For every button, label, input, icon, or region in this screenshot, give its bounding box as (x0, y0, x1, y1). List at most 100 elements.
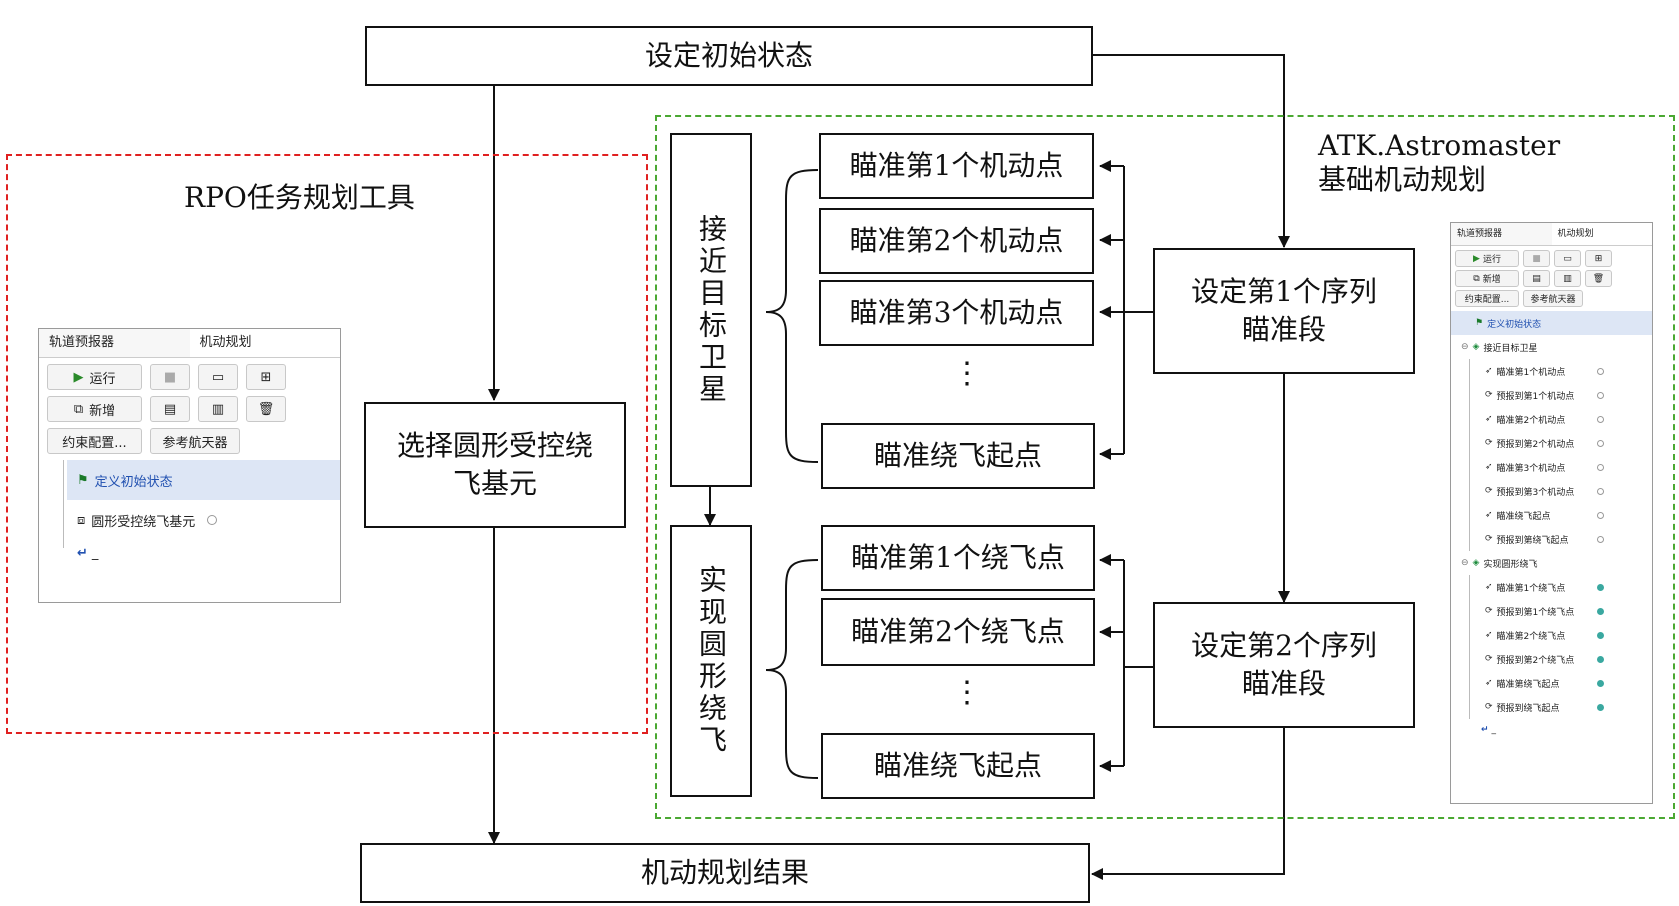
tree-item-circular-primitive[interactable]: ⧈ 圆形受控绕飞基元 (67, 500, 340, 540)
monitor-icon: ▭ (211, 369, 225, 385)
status-circle-icon (1597, 487, 1604, 495)
approach-ellipsis: ⋮ (952, 356, 982, 391)
grid-button[interactable]: ⊞ (246, 364, 286, 390)
set-initial-state-box: 设定初始状态 (365, 26, 1093, 86)
tree-group-realize[interactable]: ⊖ ◈ 实现圆形绕飞 (1461, 558, 1538, 570)
tree-sub-item[interactable]: ⟳预报到第3个机动点 (1451, 479, 1652, 503)
flag-icon: ⚑ (1475, 318, 1484, 328)
propagate-icon: ⟳ (1485, 606, 1493, 616)
tree-item-initial-state[interactable]: ⚑ 定义初始状态 (1451, 311, 1652, 335)
select-primitive-text: 选择圆形受控绕飞基元 (396, 429, 593, 500)
add-button[interactable]: ⧉新增 (1455, 270, 1519, 287)
tree-sub-item[interactable]: ⟳预报到第1个绕飞点 (1451, 599, 1652, 623)
tree-group-approach[interactable]: ⊖ ◈ 接近目标卫星 (1461, 342, 1538, 354)
trash-icon: 🗑 (257, 401, 275, 417)
tab-orbit-propagator[interactable]: 轨道预报器 (1457, 229, 1503, 239)
paste-icon: ▥ (1563, 273, 1572, 284)
tree-sub-item[interactable]: ➶瞄准第2个绕飞点 (1451, 623, 1652, 647)
status-circle-icon (1597, 511, 1604, 519)
realize-target-1-text: 瞄准第1个绕飞点 (851, 541, 1065, 574)
tree-item-initial-state[interactable]: ⚑ 定义初始状态 (67, 460, 340, 500)
constraint-config-button[interactable]: 约束配置... (47, 428, 142, 454)
realize-ellipsis: ⋮ (952, 675, 982, 710)
select-primitive-box: 选择圆形受控绕飞基元 (364, 402, 626, 528)
add-icon: ⧉ (1473, 273, 1480, 284)
realize-target-2: 瞄准第2个绕飞点 (821, 598, 1095, 666)
status-circle-icon (1597, 463, 1604, 471)
tree-item-end: ↵ _ (1481, 725, 1497, 735)
propagate-icon: ⟳ (1485, 438, 1493, 448)
delete-button[interactable]: 🗑 (1585, 270, 1612, 287)
tree-branch-line (1469, 575, 1470, 719)
reference-spacecraft-button[interactable]: 参考航天器 (150, 428, 240, 454)
brace-realize (765, 559, 819, 779)
realize-target-3: 瞄准绕飞起点 (821, 733, 1095, 799)
monitor-button[interactable]: ▭ (1554, 250, 1581, 267)
approach-target-1: 瞄准第1个机动点 (819, 133, 1094, 199)
return-icon: ↵ (1481, 725, 1489, 735)
approach-target-box: 接近目标卫星 (670, 133, 752, 487)
tree-sub-item[interactable]: ⟳预报到第2个绕飞点 (1451, 647, 1652, 671)
tree-item-end: ↵ _ (77, 545, 99, 561)
tab-maneuver-planning[interactable]: 机动规划 (1551, 223, 1652, 245)
grid-button[interactable]: ⊞ (1585, 250, 1612, 267)
monitor-button[interactable]: ▭ (198, 364, 238, 390)
paste-button[interactable]: ▥ (198, 396, 238, 422)
status-circle-icon (1597, 391, 1604, 399)
approach-target-3: 瞄准第3个机动点 (819, 280, 1094, 346)
add-icon: ⧉ (73, 401, 84, 417)
tree-sub-item[interactable]: ⟳预报到第绕飞起点 (1451, 527, 1652, 551)
tree-sub-item[interactable]: ➶瞄准第绕飞起点 (1451, 671, 1652, 695)
paste-icon: ▥ (211, 401, 225, 417)
tree-sub-item[interactable]: ⟳预报到第1个机动点 (1451, 383, 1652, 407)
flag-icon: ⚑ (77, 472, 89, 488)
group-icon: ◈ (1472, 342, 1480, 352)
tree-branch-line (1469, 359, 1470, 551)
run-button[interactable]: ▶运行 (47, 364, 142, 390)
realize-flyaround-box: 实现圆形绕飞 (670, 525, 752, 797)
tree-sub-item[interactable]: ➶瞄准第2个机动点 (1451, 407, 1652, 431)
arrow-top-to-seq1 (1092, 54, 1290, 248)
astromaster-label-line2: 基础机动规划 (1318, 163, 1487, 196)
propagate-icon: ⟳ (1485, 702, 1493, 712)
tree-sub-item[interactable]: ➶瞄准绕飞起点 (1451, 503, 1652, 527)
result-box: 机动规划结果 (360, 843, 1090, 903)
stop-button[interactable]: ■ (150, 364, 190, 390)
target-icon: ➶ (1485, 510, 1493, 520)
delete-button[interactable]: 🗑 (246, 396, 286, 422)
astromaster-frame (655, 115, 1675, 819)
run-button[interactable]: ▶运行 (1455, 250, 1519, 267)
approach-target-1-text: 瞄准第1个机动点 (849, 149, 1064, 182)
stop-icon: ■ (163, 369, 177, 385)
tree-sub-item[interactable]: ➶瞄准第3个机动点 (1451, 455, 1652, 479)
tree-sub-item[interactable]: ⟳预报到绕飞起点 (1451, 695, 1652, 719)
stop-button[interactable]: ■ (1523, 250, 1550, 267)
tree-sub-item[interactable]: ➶瞄准第1个机动点 (1451, 359, 1652, 383)
tree-sub-item[interactable]: ➶瞄准第1个绕飞点 (1451, 575, 1652, 599)
add-button[interactable]: ⧉新增 (47, 396, 142, 422)
propagate-icon: ⟳ (1485, 654, 1493, 664)
status-circle-icon (1597, 583, 1604, 591)
stop-icon: ■ (1532, 253, 1541, 264)
rpo-tool-label: RPO任务规划工具 (184, 181, 415, 214)
target-icon: ➶ (1485, 678, 1493, 688)
realize-target-1: 瞄准第1个绕飞点 (821, 525, 1095, 591)
tab-maneuver-planning[interactable]: 机动规划 (189, 329, 340, 357)
copy-button[interactable]: ▤ (150, 396, 190, 422)
group-icon: ◈ (1472, 558, 1480, 568)
tab-orbit-propagator[interactable]: 轨道预报器 (49, 335, 115, 350)
propagate-icon: ⟳ (1485, 390, 1493, 400)
constraint-config-button[interactable]: 约束配置... (1455, 290, 1519, 307)
monitor-icon: ▭ (1563, 253, 1572, 264)
astromaster-screenshot: 轨道预报器 机动规划 ▶运行 ■ ▭ ⊞ ⧉新增 ▤ ▥ 🗑 约束配置... 参… (1450, 222, 1653, 804)
tree-sub-item[interactable]: ⟳预报到第2个机动点 (1451, 431, 1652, 455)
copy-button[interactable]: ▤ (1523, 270, 1550, 287)
play-icon: ▶ (73, 369, 84, 385)
paste-button[interactable]: ▥ (1554, 270, 1581, 287)
realize-target-2-text: 瞄准第2个绕飞点 (851, 615, 1065, 648)
reference-spacecraft-button[interactable]: 参考航天器 (1523, 290, 1583, 307)
target-icon: ➶ (1485, 462, 1493, 472)
approach-target-4-text: 瞄准绕飞起点 (873, 439, 1042, 472)
propagate-icon: ⟳ (1485, 486, 1493, 496)
